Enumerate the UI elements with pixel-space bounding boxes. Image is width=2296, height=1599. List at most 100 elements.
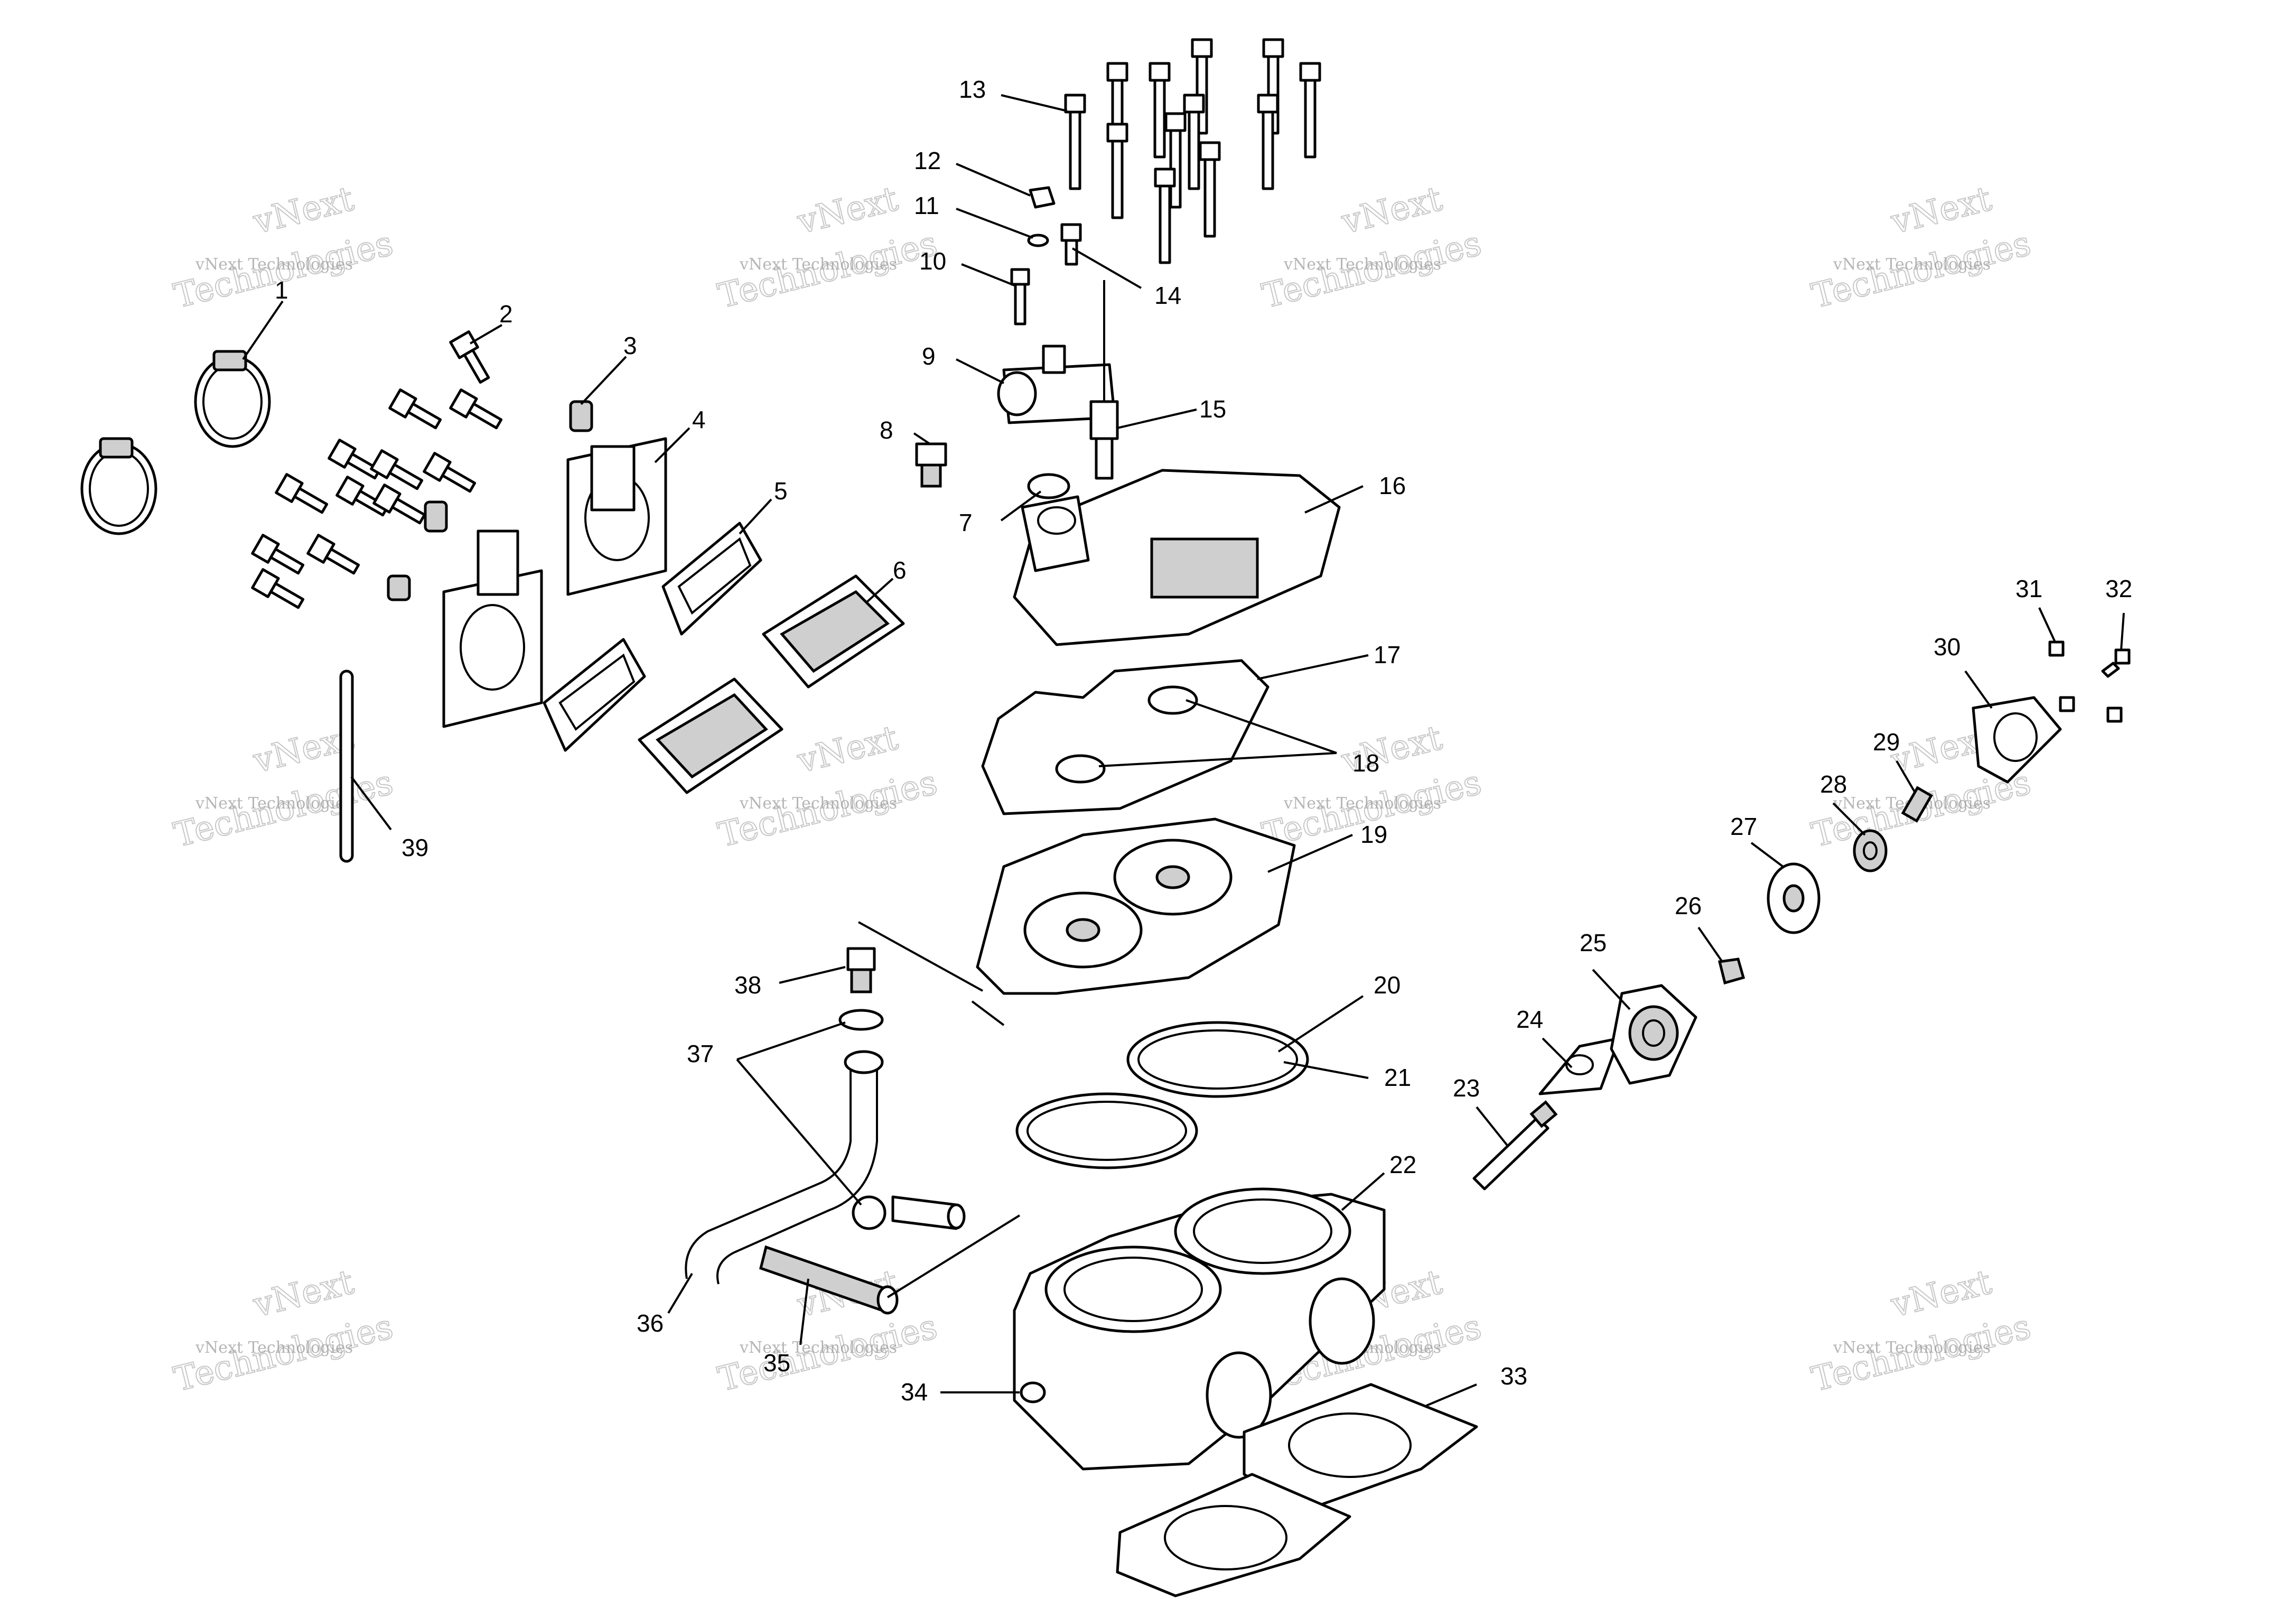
part-20-cylinder-gasket bbox=[1126, 1021, 1309, 1098]
callout-21: 21 bbox=[1384, 1064, 1411, 1091]
callout-36: 36 bbox=[637, 1309, 664, 1337]
callout-23: 23 bbox=[1453, 1074, 1480, 1102]
part-21-cylinder-gasket bbox=[1015, 1092, 1198, 1169]
watermark-vnext: vNext bbox=[1338, 179, 1446, 242]
callout-7: 7 bbox=[959, 509, 973, 536]
callout-labels: 1 2 3 4 5 6 7 8 9 10 11 12 13 14 15 16 1… bbox=[275, 76, 2132, 1406]
watermark: vNext vNext Technologies Technologies bbox=[170, 718, 397, 856]
part-18-o-rings bbox=[1055, 685, 1198, 784]
watermark-label: vNext Technologies bbox=[739, 1338, 897, 1357]
callout-18: 18 bbox=[1352, 749, 1379, 777]
part-5-intake-boots bbox=[543, 522, 762, 752]
callout-13: 13 bbox=[959, 76, 986, 103]
callout-30: 30 bbox=[1934, 633, 1961, 661]
watermark: vNext vNext Technologies Technologies bbox=[1258, 179, 1486, 317]
part-29-spring-fitting bbox=[1901, 786, 1933, 823]
watermark-label: vNext Technologies bbox=[195, 1338, 353, 1357]
watermark-technologies: Technologies bbox=[714, 763, 941, 855]
callout-32: 32 bbox=[2105, 575, 2132, 602]
callout-19: 19 bbox=[1360, 821, 1387, 848]
part-23-bleed-screw bbox=[1472, 1100, 1558, 1191]
callout-35: 35 bbox=[763, 1349, 790, 1377]
callout-3: 3 bbox=[623, 332, 637, 359]
watermark-label: vNext Technologies bbox=[195, 794, 353, 813]
callout-11: 11 bbox=[914, 192, 939, 219]
part-37-hose-clamps bbox=[838, 1009, 966, 1230]
part-28-seal bbox=[1853, 829, 1888, 872]
callout-8: 8 bbox=[880, 416, 893, 444]
part-6-reed-valves bbox=[638, 574, 905, 794]
watermark-vnext: vNext bbox=[1887, 179, 1995, 242]
part-16-head-cover bbox=[1013, 469, 1341, 646]
part-17-head-gasket bbox=[981, 659, 1270, 815]
part-3-clips bbox=[387, 400, 593, 601]
part-11-washer bbox=[1027, 234, 1049, 247]
part-12-nut bbox=[1029, 186, 1056, 209]
callout-33: 33 bbox=[1500, 1362, 1527, 1390]
callout-9: 9 bbox=[922, 342, 936, 370]
part-9-thermostat-housing bbox=[997, 345, 1116, 424]
callout-39: 39 bbox=[402, 834, 428, 861]
part-7-o-ring bbox=[1027, 473, 1070, 499]
watermark-vnext: vNext bbox=[249, 1262, 358, 1325]
callout-31: 31 bbox=[2015, 575, 2042, 602]
callout-5: 5 bbox=[774, 477, 788, 505]
watermark-technologies: Technologies bbox=[1258, 224, 1485, 316]
part-38-fitting bbox=[846, 947, 876, 993]
callout-6: 6 bbox=[893, 556, 907, 584]
callout-25: 25 bbox=[1580, 929, 1607, 956]
callout-12: 12 bbox=[914, 147, 941, 174]
part-39-seal-strip bbox=[339, 670, 354, 863]
part-34-fitting bbox=[1020, 1381, 1046, 1403]
callout-10: 10 bbox=[919, 247, 946, 275]
callout-14: 14 bbox=[1154, 282, 1181, 309]
callout-22: 22 bbox=[1389, 1151, 1416, 1178]
watermark-label: vNext Technologies bbox=[1833, 1338, 1991, 1357]
callout-24: 24 bbox=[1516, 1006, 1543, 1033]
part-13-head-bolts bbox=[1064, 38, 1321, 264]
watermark: vNext vNext Technologies Technologies bbox=[170, 1262, 397, 1400]
watermark-vnext: vNext bbox=[249, 179, 358, 242]
callout-26: 26 bbox=[1675, 892, 1702, 919]
part-8-thermostat bbox=[915, 442, 947, 488]
part-26-nut bbox=[1718, 957, 1746, 985]
watermark-technologies: Technologies bbox=[714, 224, 941, 316]
watermark: vNext vNext Technologies Technologies bbox=[1807, 179, 2035, 317]
callout-17: 17 bbox=[1374, 641, 1401, 668]
watermark-label: vNext Technologies bbox=[1283, 794, 1441, 813]
watermark-label: vNext Technologies bbox=[1833, 255, 1991, 274]
part-30-pump-cover bbox=[1972, 696, 2062, 784]
watermark: vNext vNext Technologies Technologies bbox=[1807, 1262, 2035, 1400]
callout-37: 37 bbox=[687, 1040, 714, 1067]
callout-16: 16 bbox=[1379, 472, 1406, 499]
watermark-label: vNext Technologies bbox=[739, 255, 897, 274]
watermark-vnext: vNext bbox=[794, 179, 902, 242]
part-22-cylinder-block bbox=[1013, 1187, 1386, 1471]
callout-4: 4 bbox=[692, 406, 706, 433]
watermark-technologies: Technologies bbox=[170, 1307, 397, 1399]
part-19-cylinder-head bbox=[976, 817, 1296, 995]
watermark-technologies: Technologies bbox=[1808, 1307, 2034, 1399]
callout-34: 34 bbox=[901, 1378, 928, 1406]
part-15-temperature-sensor bbox=[1089, 280, 1119, 480]
watermark-vnext: vNext bbox=[794, 718, 902, 781]
part-4-intake-flanges bbox=[442, 437, 667, 728]
callout-38: 38 bbox=[734, 971, 761, 999]
callout-20: 20 bbox=[1374, 971, 1401, 999]
watermark: vNext vNext Technologies Technologies bbox=[714, 179, 941, 317]
callout-15: 15 bbox=[1199, 395, 1226, 423]
part-27-impeller bbox=[1767, 862, 1821, 934]
watermark-vnext: vNext bbox=[1887, 1262, 1995, 1325]
watermark-technologies: Technologies bbox=[1808, 224, 2034, 316]
watermark-technologies: Technologies bbox=[170, 763, 397, 855]
callout-28: 28 bbox=[1820, 770, 1847, 798]
watermark-label: vNext Technologies bbox=[1283, 255, 1441, 274]
part-1-hose-clamps bbox=[80, 350, 271, 535]
part-2-bolts bbox=[251, 330, 503, 609]
callout-2: 2 bbox=[499, 300, 513, 328]
part-14-bolt bbox=[1060, 223, 1082, 266]
part-32-screw bbox=[2101, 648, 2131, 678]
part-36-bypass-hose bbox=[685, 1050, 884, 1285]
part-31-screw bbox=[2048, 640, 2123, 723]
part-33-base-gaskets bbox=[1116, 1383, 1478, 1597]
